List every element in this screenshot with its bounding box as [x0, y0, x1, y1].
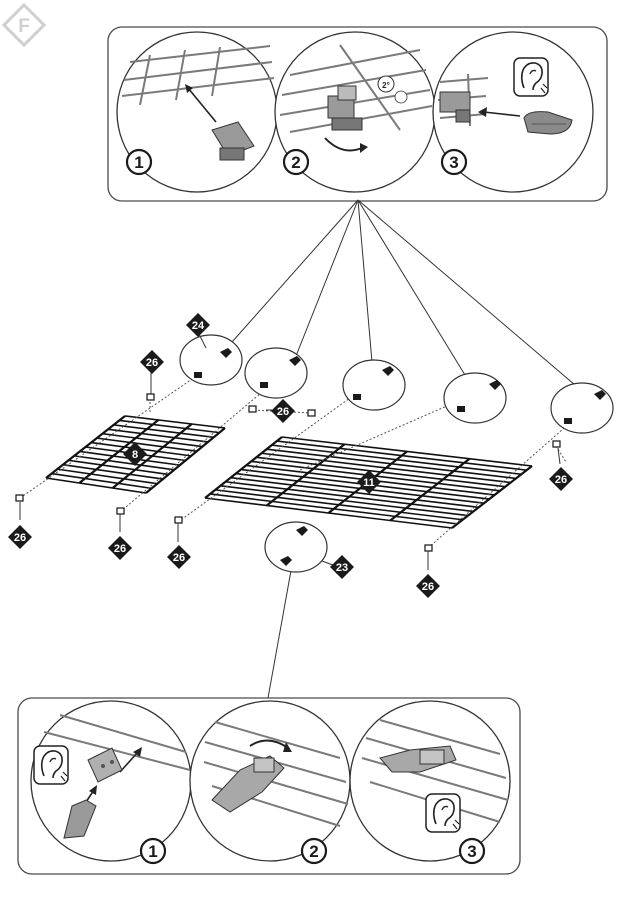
- ear-icon: [425, 793, 461, 833]
- svg-text:26: 26: [422, 581, 434, 593]
- shelf-cross-bar: [111, 423, 193, 489]
- part-callouts: 24 23 8 11 26 26 26 26: [8, 313, 573, 598]
- part-callout-8: 8: [123, 442, 147, 466]
- connector-ellipse-3: [342, 359, 406, 411]
- bottom-step-1-illustration: [30, 700, 192, 862]
- cap-part: [523, 111, 573, 135]
- svg-text:26: 26: [173, 552, 185, 564]
- svg-text:26: 26: [146, 357, 158, 369]
- svg-text:23: 23: [336, 562, 348, 574]
- rotation-arrow: [324, 137, 363, 152]
- svg-text:1: 1: [148, 842, 157, 861]
- part-callout-24: 24: [186, 313, 210, 337]
- shelf-wire: [62, 463, 164, 480]
- bottom-step-number-2: 2: [300, 837, 328, 865]
- part-callout-11: 11: [357, 470, 381, 494]
- svg-text:24: 24: [192, 320, 205, 332]
- part-callout-26-b: 26: [271, 399, 295, 423]
- svg-text:8: 8: [132, 449, 138, 461]
- clip-part: [327, 85, 363, 131]
- page-badge-letter: F: [18, 16, 30, 37]
- svg-text:26: 26: [114, 543, 126, 555]
- clip-part: [87, 747, 123, 783]
- wire-grid: [43, 714, 191, 771]
- top-instruction-panel: 2°: [107, 26, 608, 202]
- wire-grid: [279, 44, 433, 133]
- shelf-cross-bar: [145, 427, 226, 494]
- top-step-number-3: 3: [440, 148, 468, 176]
- direction-arrow: [187, 87, 217, 123]
- ear-icon: [33, 745, 69, 785]
- shelf-cross-bar: [78, 419, 160, 484]
- shelf-cross-bar: [389, 457, 471, 522]
- svg-text:1: 1: [134, 153, 143, 172]
- shelf-wire: [74, 455, 175, 471]
- shelf-cross-bar: [266, 443, 346, 507]
- part-callout-26-c: 26: [8, 525, 32, 549]
- bottom-instruction-panel: 1 2 3: [17, 697, 521, 875]
- part-callout-26-g: 26: [549, 467, 573, 491]
- bracket-part: [379, 745, 457, 773]
- rotation-arrow: [249, 739, 289, 749]
- top-step-number-1: 1: [125, 148, 153, 176]
- leader-lines: [231, 199, 576, 699]
- bottom-step-number-1: 1: [139, 837, 167, 865]
- angle-label: 2°: [382, 81, 390, 90]
- shelf-wire: [102, 432, 203, 448]
- alignment-dotted-lines: [19, 349, 606, 549]
- shelf-small: [45, 415, 226, 494]
- hook-part: [63, 799, 97, 839]
- part-callout-26-f: 26: [416, 574, 440, 598]
- top-step-2-illustration: 2°: [274, 31, 436, 193]
- svg-text:26: 26: [555, 474, 567, 486]
- top-step-3-illustration: [432, 31, 594, 193]
- connector-ellipse-2: [244, 347, 308, 399]
- svg-text:3: 3: [467, 842, 476, 861]
- shelf-wire: [124, 415, 226, 429]
- svg-text:11: 11: [363, 477, 375, 489]
- shelf-wire: [68, 459, 169, 476]
- direction-arrow: [119, 751, 139, 773]
- top-step-number-2: 2: [282, 148, 310, 176]
- shelf-wire: [45, 477, 147, 494]
- shelf-wire: [96, 437, 197, 453]
- svg-text:26: 26: [14, 532, 26, 544]
- bottom-step-3-illustration: [349, 700, 511, 862]
- wire-grid: [121, 45, 275, 106]
- shelf-cross-bar: [204, 436, 283, 499]
- part-callout-23: 23: [330, 555, 354, 579]
- bracket-part: [211, 755, 285, 813]
- part-callout-26-a: 26: [140, 350, 164, 374]
- svg-text:2: 2: [291, 153, 300, 172]
- connector-ellipse-1: [179, 334, 243, 386]
- part-callout-26-e: 26: [167, 545, 191, 569]
- shelf-cross-bar: [451, 465, 533, 529]
- shelf-wire: [57, 468, 158, 485]
- direction-arrow: [483, 111, 521, 117]
- shelf-wire: [113, 424, 214, 439]
- part-callout-26-d: 26: [108, 536, 132, 560]
- connector-ellipse-bottom: [264, 521, 328, 573]
- shelf-wire: [107, 428, 209, 443]
- clip-part: [439, 91, 471, 123]
- bottom-step-2-illustration: [189, 700, 351, 862]
- clip-part: [211, 121, 255, 161]
- shelf-cross-bar: [45, 415, 126, 479]
- connector-ellipse-4: [443, 372, 507, 424]
- svg-text:26: 26: [277, 406, 289, 418]
- shelf-large: [204, 436, 533, 529]
- svg-text:3: 3: [449, 153, 458, 172]
- connector-ellipse-5: [550, 382, 614, 434]
- shelf-wire: [51, 472, 152, 490]
- bottom-step-number-3: 3: [458, 837, 486, 865]
- ear-icon: [513, 57, 549, 97]
- shelf-wire: [119, 419, 220, 434]
- svg-text:2: 2: [309, 842, 318, 861]
- connector-detail-ellipses: [179, 334, 614, 573]
- page-badge: F: [1, 2, 47, 48]
